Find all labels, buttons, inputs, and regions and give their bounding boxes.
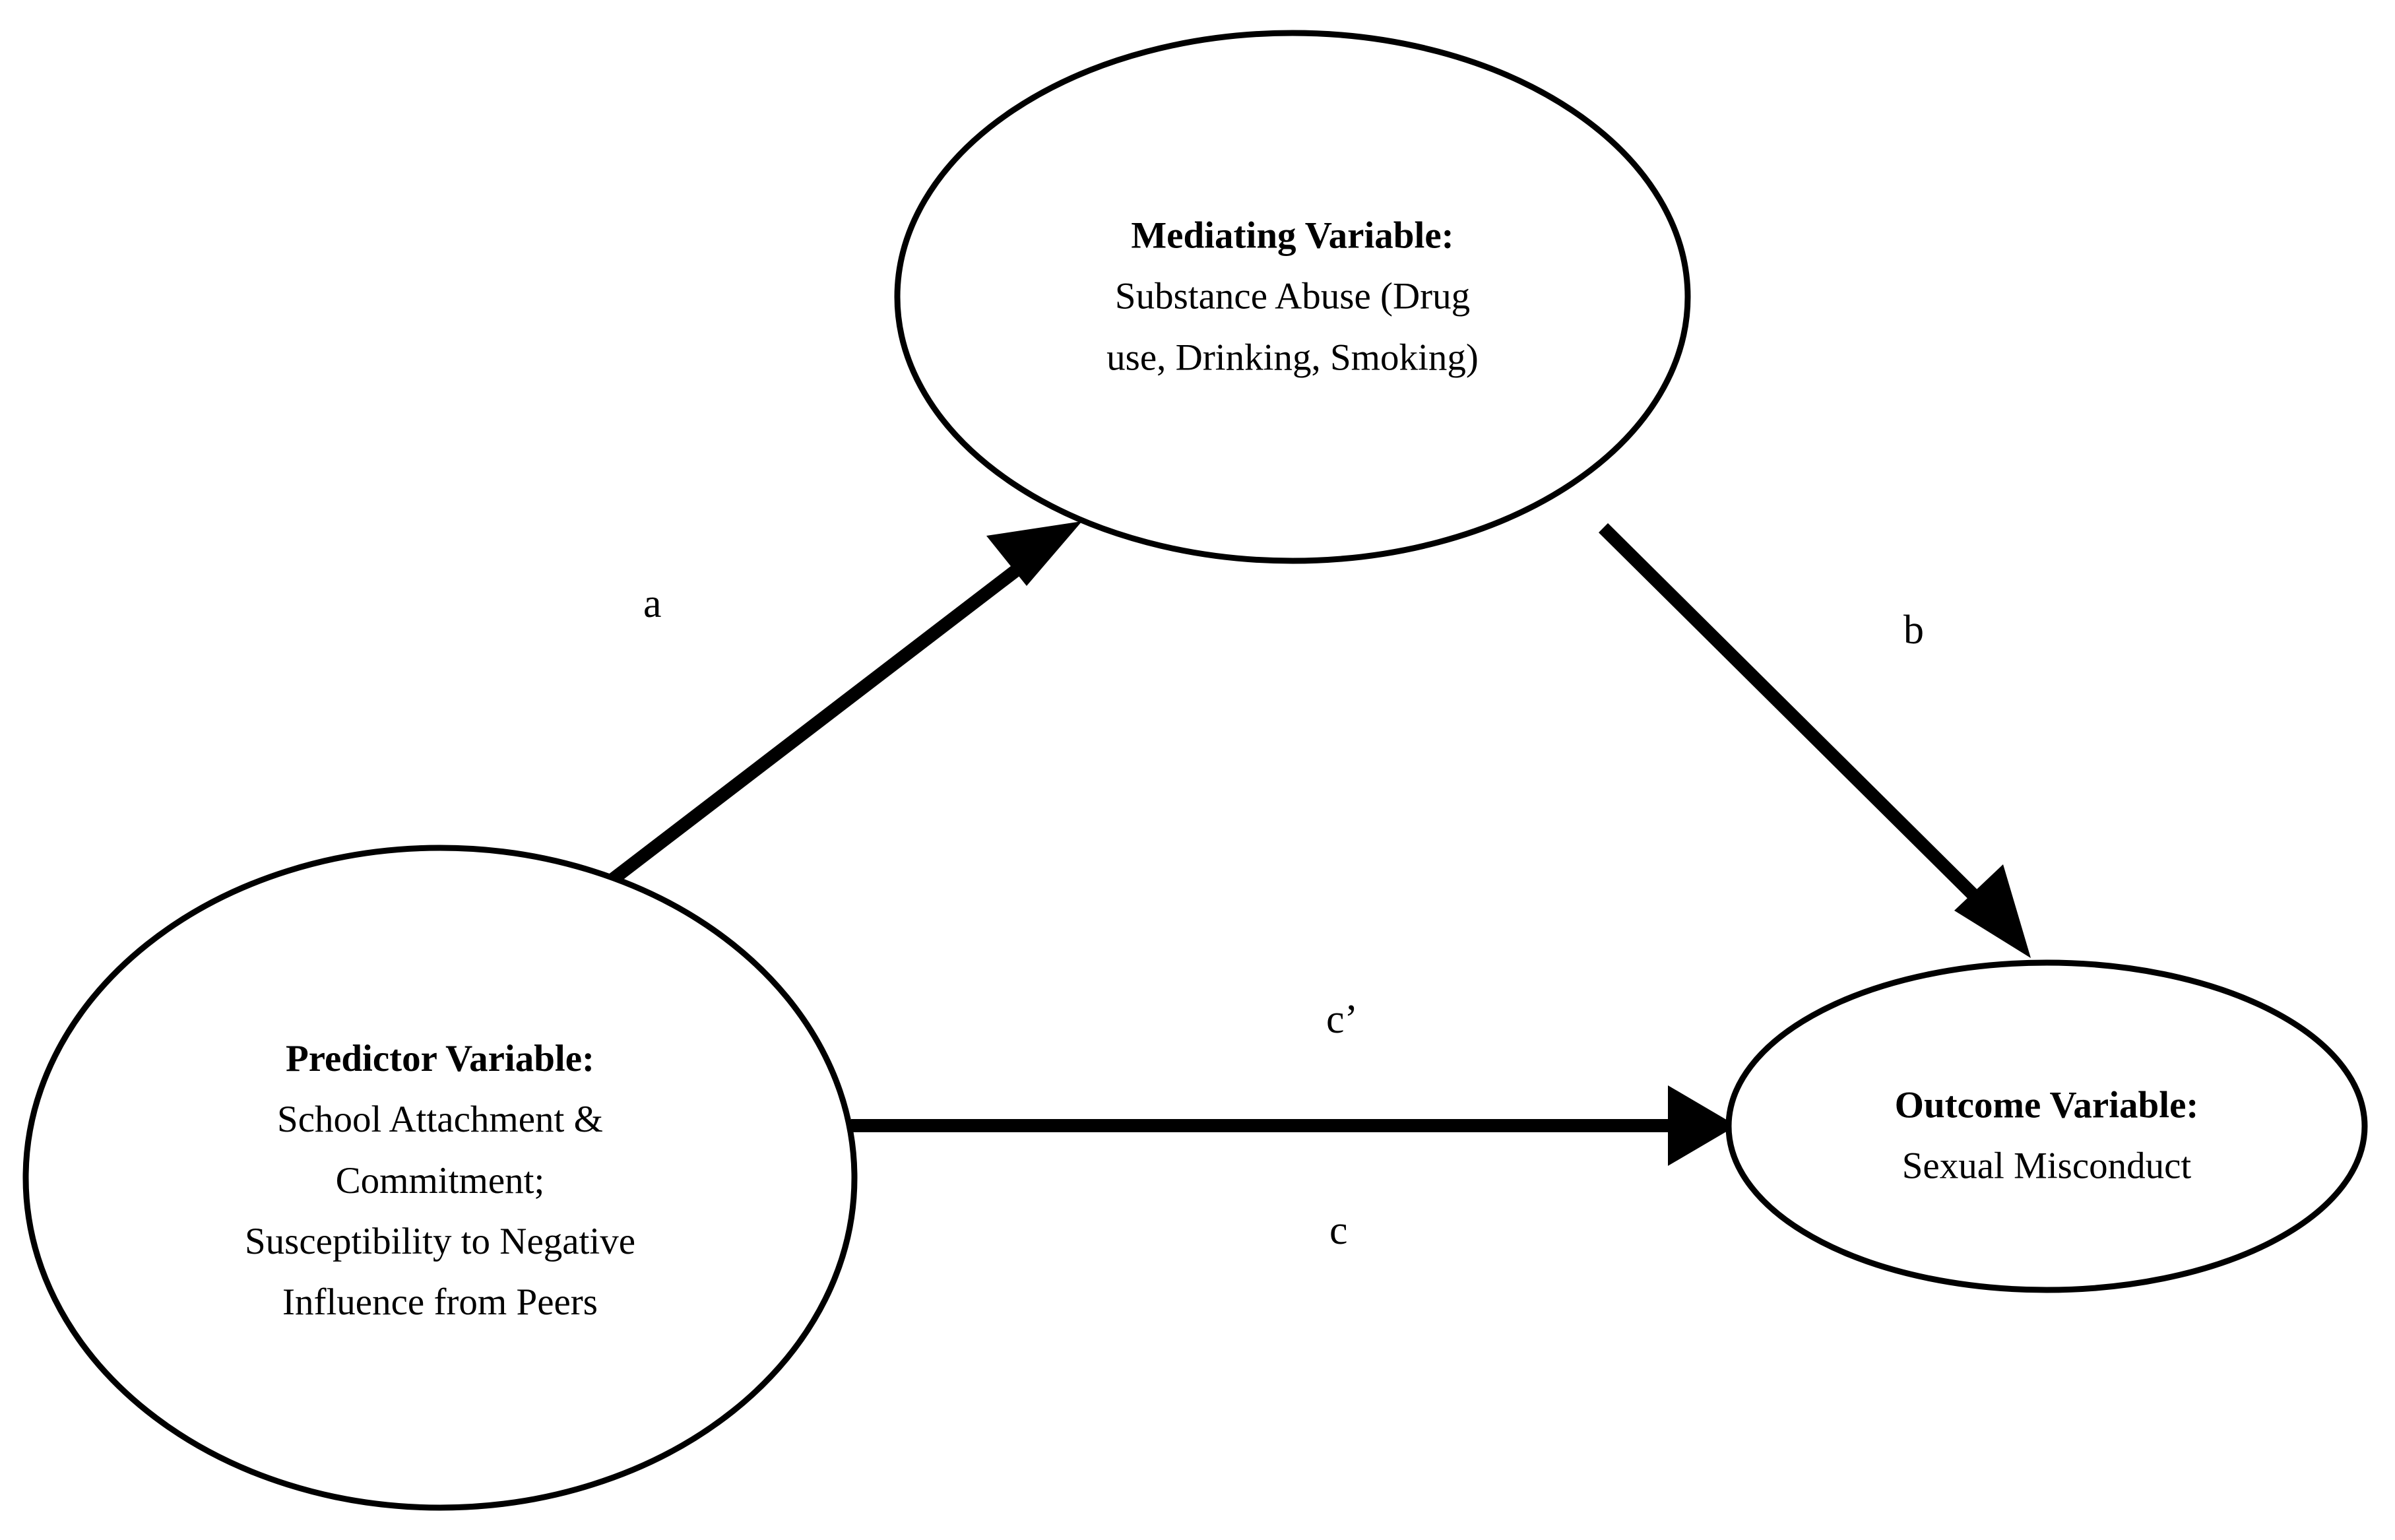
mediator-text-line-2: use, Drinking, Smoking) xyxy=(1106,337,1479,379)
path-c-prime-arrow xyxy=(851,1085,1737,1166)
path-label-c: c xyxy=(1329,1208,1348,1253)
outcome-text-line-1: Sexual Misconduct xyxy=(1901,1145,2192,1187)
path-b-arrow xyxy=(1598,523,2031,958)
predictor-text-line-4: Influence from Peers xyxy=(282,1281,598,1324)
path-label-a: a xyxy=(643,581,662,626)
mediator-text-line-1: Substance Abuse (Drug xyxy=(1114,275,1471,317)
path-c-prime-arrowhead xyxy=(1668,1085,1737,1166)
mediator-node-label: Mediating Variable: Substance Abuse (Dru… xyxy=(1106,206,1479,389)
outcome-role-label: Outcome Variable: xyxy=(1894,1084,2199,1126)
predictor-text-line-1: School Attachment & xyxy=(277,1099,603,1141)
outcome-ellipse xyxy=(1725,959,2368,1293)
path-b-arrowhead xyxy=(1954,864,2031,958)
predictor-role-label: Predictor Variable: xyxy=(285,1038,595,1080)
outcome-node-label: Outcome Variable: Sexual Misconduct xyxy=(1895,1075,2199,1198)
path-label-b: b xyxy=(1903,608,1924,653)
path-a-line xyxy=(576,542,1050,909)
mediator-role-label: Mediating Variable: xyxy=(1131,214,1454,257)
predictor-ellipse xyxy=(22,845,858,1511)
path-label-c-prime: c’ xyxy=(1326,997,1358,1042)
path-a-arrowhead xyxy=(986,521,1082,586)
mediator-ellipse xyxy=(894,30,1691,564)
predictor-node-label: Predictor Variable: School Attachment & … xyxy=(245,1029,635,1333)
predictor-text-line-3: Susceptibility to Negative xyxy=(244,1221,636,1263)
predictor-text-line-2: Commitment; xyxy=(335,1159,545,1202)
path-b-line xyxy=(1598,523,2008,929)
path-a-arrow xyxy=(576,521,1082,909)
